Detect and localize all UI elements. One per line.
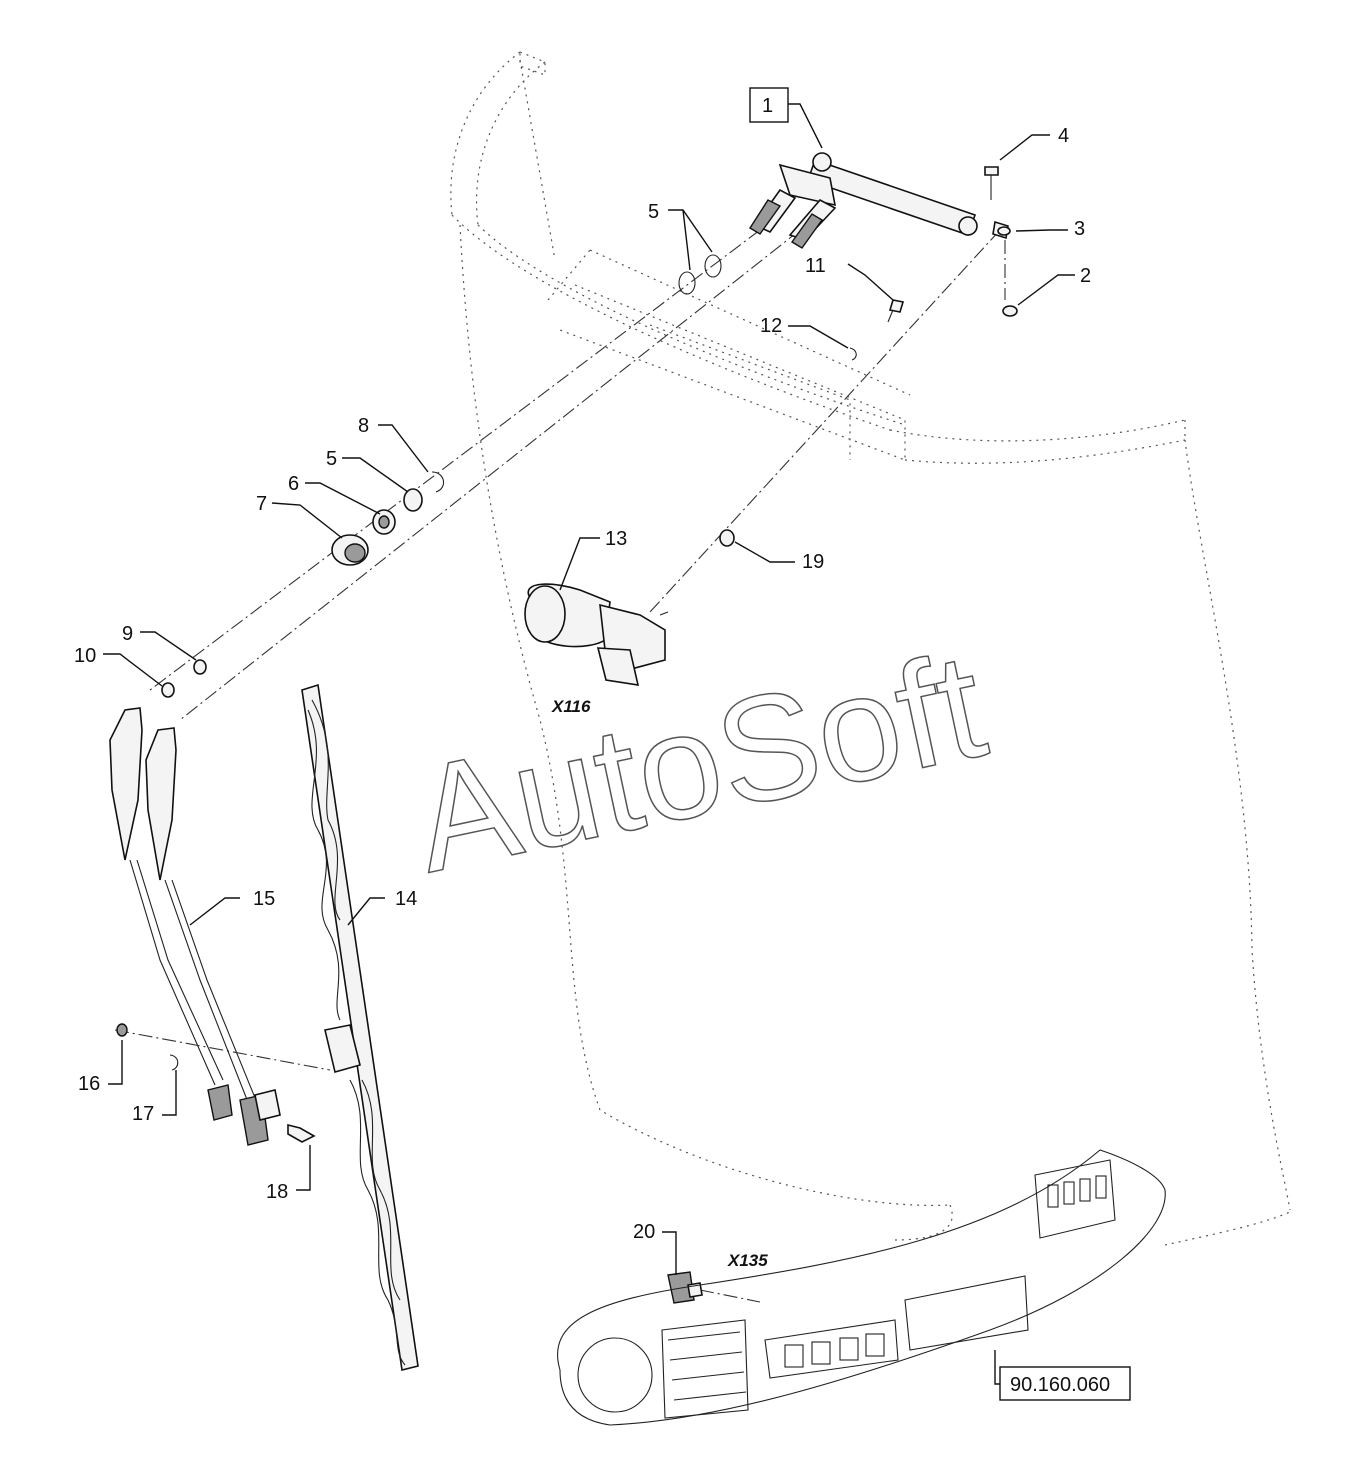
clip-12 [849,347,857,361]
callout-4: 4 [1058,125,1069,147]
callout-5-lower: 5 [326,448,337,470]
washer-19 [719,529,735,547]
watermark-text: AutoSoft [400,620,998,904]
connector-label-x116: X116 [551,697,591,716]
wiper-arms [109,707,281,1146]
wiper-linkage [749,152,1009,249]
callout-20: 20 [633,1221,655,1243]
windshield-glass [459,224,1291,1246]
bushing-stack [331,471,444,566]
callout-13: 13 [605,528,627,550]
callout-9: 9 [122,623,133,645]
leader-lines [103,103,1075,1385]
callout-7: 7 [256,493,267,515]
callout-10: 10 [74,645,96,667]
hardware-nut-2 [1002,305,1018,317]
callout-18: 18 [266,1181,288,1203]
callout-5-upper: 5 [648,201,659,223]
screw-11 [887,299,905,323]
callout-6: 6 [288,473,299,495]
assembly-axes [114,229,1006,1303]
callout-3: 3 [1074,218,1085,240]
seal-rings-upper [678,254,722,295]
callout-12: 12 [760,315,782,337]
fasteners-16-17-18 [116,1023,316,1143]
callout-16: 16 [78,1073,100,1095]
callout-14: 14 [395,888,417,910]
nuts-9-10 [161,659,207,698]
reference-code-box [999,1366,1131,1401]
reference-code[interactable]: 90.160.060 [1010,1374,1110,1396]
callout-8: 8 [358,415,369,437]
dash-panel [557,1149,1166,1426]
callout-1: 1 [762,95,773,117]
connector-label-x135: X135 [727,1251,768,1270]
callout-1-box [749,87,789,123]
callout-2: 2 [1080,265,1091,287]
hardware-washer-3 [997,226,1011,236]
hardware-screw-4 [984,166,999,200]
wiper-motor [524,583,669,686]
callout-17: 17 [132,1103,154,1125]
cab-roof-frame [450,51,1186,464]
callout-15: 15 [253,888,275,910]
callout-19: 19 [802,551,824,573]
callout-11: 11 [805,255,826,277]
wiper-blade [301,683,419,1371]
